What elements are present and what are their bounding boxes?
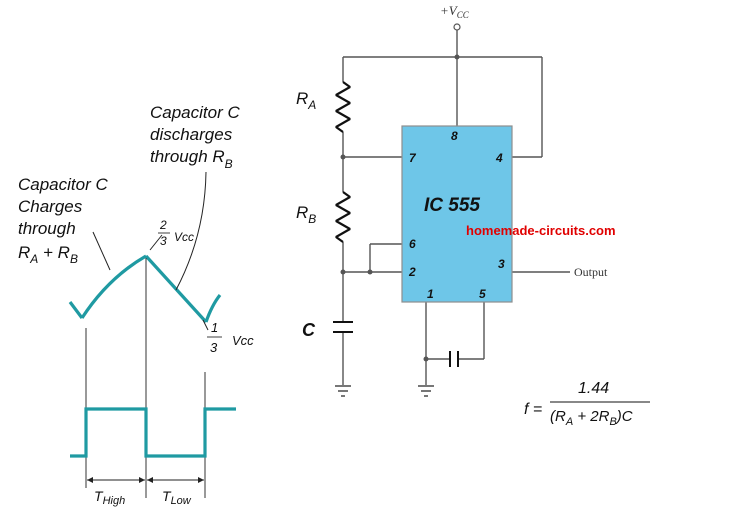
charge-pointer: [92, 231, 111, 271]
resistor-rb: [335, 191, 351, 243]
one-third-pointer: [202, 319, 209, 331]
capacitor-c: [333, 321, 353, 333]
vcc-terminal: [453, 23, 461, 31]
discharge-label-line2: discharges: [150, 125, 233, 144]
ic-555-body: [401, 125, 513, 303]
rb-label: RB: [296, 203, 316, 226]
pin-5-label: 5: [479, 287, 486, 301]
ra-label: RA: [296, 89, 316, 112]
svg-text:3: 3: [160, 234, 167, 248]
discharge-pointer: [175, 171, 207, 291]
resistor-ra: [335, 81, 351, 133]
ground-symbol-left: [335, 385, 351, 397]
circuit-wires: [342, 30, 570, 385]
pin-6-label: 6: [409, 237, 416, 251]
formula-numerator: 1.44: [578, 380, 609, 397]
one-third-vcc-label: 1 3 Vcc: [207, 320, 254, 355]
pin-1-label: 1: [427, 287, 434, 301]
ic-555-label: IC 555: [424, 195, 480, 216]
output-square-wave: [70, 407, 236, 458]
control-capacitor: [449, 351, 459, 367]
pin-7-label: 7: [409, 151, 417, 165]
recharge-curve: [204, 294, 222, 323]
two-thirds-vcc-label: 2 3 Vcc: [158, 218, 194, 248]
discharge-label-line3: through RB: [150, 147, 233, 171]
charge-resistors-label: RA + RB: [18, 243, 78, 266]
vcc-label: +VCC: [440, 3, 470, 20]
discharge-curve: [144, 254, 208, 324]
svg-text:Vcc: Vcc: [232, 333, 254, 348]
formula-denominator: (RA + 2RB)C: [550, 408, 633, 428]
frequency-formula: f = 1.44 (RA + 2RB)C: [524, 380, 650, 428]
c-label: C: [302, 320, 316, 340]
pin-2-label: 2: [408, 265, 416, 279]
charge-label-line3: through: [18, 219, 76, 238]
junction-dots: [340, 54, 460, 362]
svg-text:Vcc: Vcc: [174, 230, 194, 244]
charge-label-line2: Charges: [18, 197, 83, 216]
charge-label-line1: Capacitor C: [18, 175, 108, 194]
watermark-text: homemade-circuits.com: [466, 223, 616, 238]
t-high-dimension: [87, 477, 145, 483]
capacitor-waveform: [68, 254, 222, 324]
svg-text:2: 2: [159, 218, 167, 232]
formula-f: f =: [524, 401, 542, 418]
svg-text:1: 1: [211, 320, 218, 335]
pin-4-label: 4: [495, 151, 503, 165]
t-low-label: TLow: [162, 488, 192, 507]
pin-8-label: 8: [451, 129, 458, 143]
t-high-label: THigh: [94, 488, 125, 507]
svg-text:3: 3: [210, 340, 218, 355]
ground-symbol-right: [418, 385, 434, 397]
two-thirds-pointer: [149, 234, 163, 251]
discharge-label-line1: Capacitor C: [150, 103, 240, 122]
pin-3-label: 3: [498, 257, 505, 271]
t-low-dimension: [147, 477, 204, 483]
lead-in-curve: [68, 301, 84, 319]
output-label: Output: [574, 265, 608, 279]
charge-curve: [80, 254, 147, 319]
